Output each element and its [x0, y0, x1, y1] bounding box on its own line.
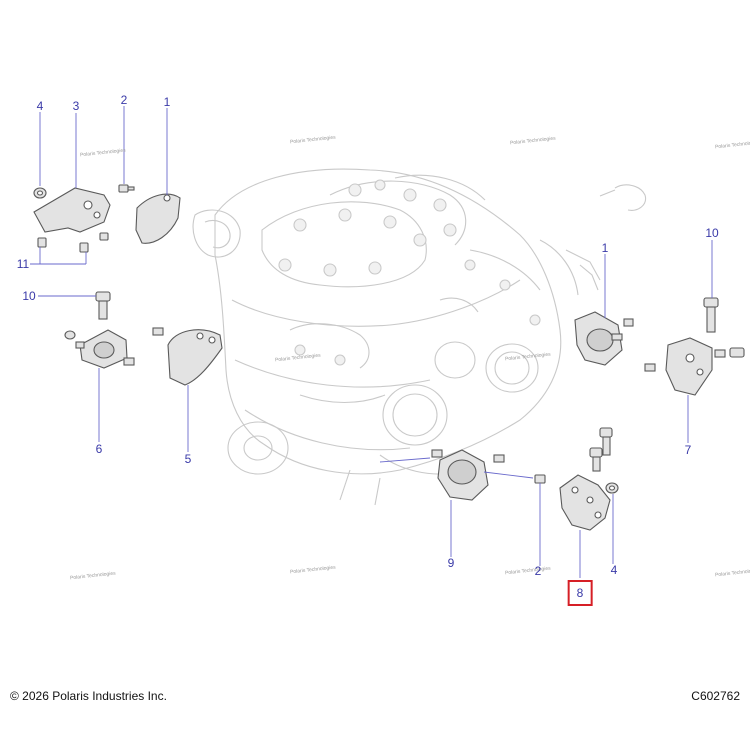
callout-8-highlighted[interactable]: 8	[567, 580, 593, 606]
copyright-text: © 2026 Polaris Industries Inc.	[10, 689, 167, 703]
callout-6: 6	[95, 442, 103, 456]
callout-7: 7	[684, 443, 692, 457]
callout-4-lower: 4	[610, 563, 618, 577]
part-3-bracket	[33, 187, 111, 233]
callout-1-right: 1	[601, 241, 609, 255]
part-1-mount-right	[574, 311, 634, 366]
callout-10-right: 10	[705, 226, 719, 240]
callout-2-upper: 2	[120, 93, 128, 107]
callout-10-left: 10	[22, 289, 36, 303]
callout-1-left: 1	[163, 95, 171, 109]
part-11-bolts	[37, 232, 109, 253]
callout-4-upper: 4	[36, 99, 44, 113]
head-bolts	[278, 179, 541, 366]
part-7-mount-right	[644, 337, 745, 396]
part-9-mount-bottom	[431, 449, 505, 501]
part-4-nut-lower	[605, 482, 619, 494]
part-10-bolt-left	[95, 291, 111, 320]
callout-2-lower: 2	[534, 564, 542, 578]
part-5-mount-plate	[152, 327, 223, 386]
diagram-code: C602762	[691, 689, 740, 703]
part-10-bolt-right	[703, 297, 719, 333]
part-2-bolt-lower	[534, 474, 546, 484]
part-6-mount-left	[64, 329, 135, 369]
part-4-nut-upper	[33, 187, 47, 199]
leader-lines	[30, 106, 713, 578]
callout-11: 11	[16, 257, 30, 271]
part-1-mount-plate-left	[135, 193, 181, 244]
part-2-bolt-upper	[118, 184, 135, 193]
callout-9: 9	[447, 556, 455, 570]
callout-3: 3	[72, 99, 80, 113]
callout-5: 5	[184, 452, 192, 466]
part-8-bracket	[559, 427, 613, 531]
engine-block-outline	[192, 168, 647, 506]
